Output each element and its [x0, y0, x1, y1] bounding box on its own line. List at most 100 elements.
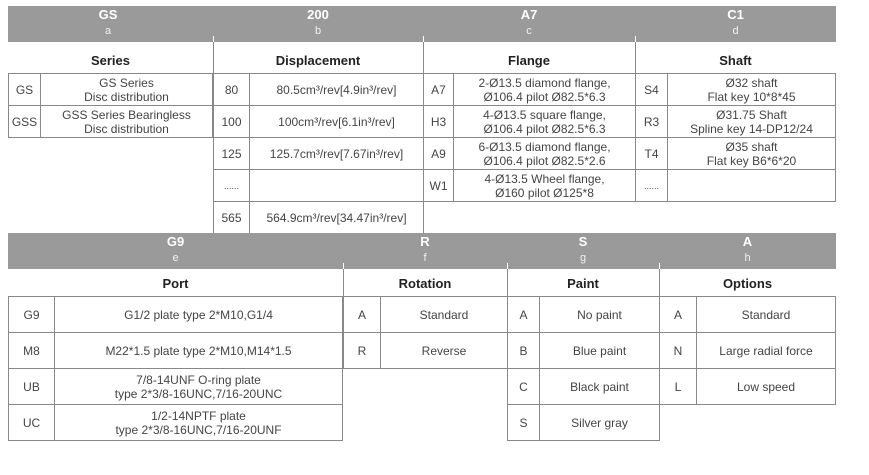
text-line: Spline key 14-DP12/24	[690, 121, 813, 136]
top-code-band: GS a 200 b A7 c C1 d	[8, 6, 836, 42]
paint-desc-blue: Blue paint	[539, 332, 660, 369]
text-line: 7/8-14UNF O-ring plate	[136, 372, 261, 387]
header-rotation: Rotation	[398, 275, 452, 291]
text-line: Ø35 shaft	[725, 139, 778, 154]
tick	[343, 263, 344, 269]
divider	[343, 269, 344, 297]
shaft-desc-ellipsis	[667, 169, 836, 202]
paint-desc-silver: Silver gray	[539, 404, 660, 441]
header-shaft: Shaft	[719, 52, 752, 68]
text-line: Disc distribution	[84, 89, 169, 104]
shaft-code-s4: S4	[635, 73, 668, 106]
divider	[635, 42, 636, 74]
letter-d: d	[732, 25, 739, 37]
flange-code-w1: W1	[423, 169, 454, 202]
port-desc-ub: 7/8-14UNF O-ring plate type 2*3/8-16UNC,…	[54, 368, 343, 405]
letter-e: e	[172, 252, 179, 264]
text-line: Ø160 pilot Ø125*8	[495, 185, 594, 200]
text-line: GSS Series Bearingless	[62, 107, 191, 122]
disp-code-80: 80	[213, 73, 250, 106]
disp-desc-100: 100cm³/rev[6.1in³/rev]	[249, 105, 424, 138]
flange-code-a9: A9	[423, 137, 454, 170]
disp-code-125: 125	[213, 137, 250, 170]
series-desc-gss: GSS Series Bearingless Disc distribution	[40, 105, 213, 138]
text-line: Flat key B6*6*20	[706, 153, 797, 168]
series-code-gs: GS	[8, 73, 41, 106]
divider	[659, 269, 660, 297]
code-paint: S	[578, 234, 588, 249]
port-desc-m8: M22*1.5 plate type 2*M10,M14*1.5	[54, 332, 343, 369]
tick	[635, 36, 636, 42]
bottom-code-band: G9 e R f S g A h	[8, 233, 836, 269]
disp-desc-565: 564.9cm³/rev[34.47in³/rev]	[249, 201, 424, 234]
tick	[213, 36, 214, 42]
disp-desc-125: 125.7cm³/rev[7.67in³/rev]	[249, 137, 424, 170]
divider	[507, 269, 508, 297]
divider	[213, 42, 214, 74]
flange-desc-a7: 2-Ø13.5 diamond flange, Ø106.4 pilot Ø82…	[453, 73, 636, 106]
disp-code-565: 565	[213, 201, 250, 234]
options-code-a: A	[659, 296, 697, 333]
code-displacement: 200	[307, 7, 329, 22]
code-flange: A7	[520, 7, 538, 22]
port-desc-g9: G1/2 plate type 2*M10,G1/4	[54, 296, 343, 333]
text-line: M22*1.5 plate type 2*M10,M14*1.5	[105, 343, 292, 358]
paint-code-s: S	[507, 404, 540, 441]
rotation-desc-standard: Standard	[380, 296, 508, 333]
letter-b: b	[314, 25, 322, 37]
shaft-desc-r3: Ø31.75 Shaft Spline key 14-DP12/24	[667, 105, 836, 138]
text-line: 2-Ø13.5 diamond flange,	[478, 75, 611, 90]
shaft-code-t4: T4	[635, 137, 668, 170]
header-displacement: Displacement	[275, 52, 361, 68]
port-code-g9: G9	[8, 296, 55, 333]
text-line: Ø106.4 pilot Ø82.5*6.3	[483, 89, 606, 104]
options-code-n: N	[659, 332, 697, 369]
header-flange: Flange	[508, 52, 550, 68]
flange-desc-w1: 4-Ø13.5 Wheel flange, Ø160 pilot Ø125*8	[453, 169, 636, 202]
shaft-code-ellipsis: ......	[635, 169, 668, 202]
letter-c: c	[526, 25, 532, 37]
text-line: 4-Ø13.5 square flange,	[483, 107, 606, 122]
shaft-desc-s4: Ø32 shaft Flat key 10*8*45	[667, 73, 836, 106]
text-line: Ø32 shaft	[725, 75, 778, 90]
header-port: Port	[162, 275, 189, 291]
header-options: Options	[722, 275, 773, 291]
code-shaft: C1	[727, 7, 744, 22]
flange-desc-h3: 4-Ø13.5 square flange, Ø106.4 pilot Ø82.…	[453, 105, 636, 138]
options-desc-low-speed: Low speed	[696, 368, 836, 405]
code-port: G9	[166, 234, 185, 249]
code-rotation: R	[420, 234, 430, 249]
port-code-uc: UC	[8, 404, 55, 441]
tick	[507, 263, 508, 269]
text-line: type 2*3/8-16UNC,7/16-20UNC	[114, 386, 283, 401]
paint-desc-black: Black paint	[539, 368, 660, 405]
port-code-ub: UB	[8, 368, 55, 405]
flange-code-a7: A7	[423, 73, 454, 106]
text-line: GS Series	[99, 75, 154, 90]
header-paint: Paint	[567, 275, 599, 291]
port-code-m8: M8	[8, 332, 55, 369]
code-series: GS	[98, 7, 118, 22]
text-line: 4-Ø13.5 Wheel flange,	[484, 171, 605, 186]
text-line: 1/2-14NPTF plate	[151, 408, 246, 423]
options-desc-standard: Standard	[696, 296, 836, 333]
text-line: Ø106.4 pilot Ø82.5*6.3	[483, 121, 606, 136]
tick	[423, 36, 424, 42]
flange-desc-a9: 6-Ø13.5 diamond flange, Ø106.4 pilot Ø82…	[453, 137, 636, 170]
letter-g: g	[579, 252, 587, 264]
text-line: Ø106.4 pilot Ø82.5*2.6	[483, 153, 606, 168]
text-line: type 2*3/8-16UNC,7/16-20UNF	[115, 422, 282, 437]
disp-desc-ellipsis	[249, 169, 424, 202]
text-line: 6-Ø13.5 diamond flange,	[478, 139, 611, 154]
paint-code-a: A	[507, 296, 540, 333]
disp-desc-80: 80.5cm³/rev[4.9in³/rev]	[249, 73, 424, 106]
letter-a: a	[104, 25, 112, 37]
disp-code-100: 100	[213, 105, 250, 138]
port-desc-uc: 1/2-14NPTF plate type 2*3/8-16UNC,7/16-2…	[54, 404, 343, 441]
paint-code-b: B	[507, 332, 540, 369]
paint-desc-no-paint: No paint	[539, 296, 660, 333]
shaft-code-r3: R3	[635, 105, 668, 138]
code-options: A	[742, 234, 753, 249]
shaft-desc-t4: Ø35 shaft Flat key B6*6*20	[667, 137, 836, 170]
letter-h: h	[744, 252, 751, 264]
